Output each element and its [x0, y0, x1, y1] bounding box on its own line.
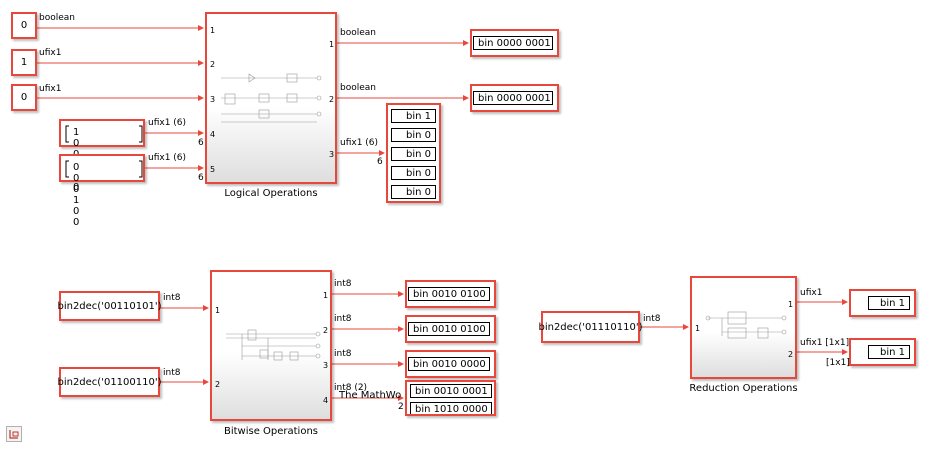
display-value: bin 0010 0000: [408, 357, 490, 371]
signal-label: int8 (2): [334, 383, 368, 393]
signal-label: ufix1: [39, 84, 62, 94]
signal-label: ufix1 (6): [340, 138, 379, 148]
output-port: 1: [788, 300, 794, 309]
output-port: 3: [323, 361, 329, 370]
vector-constant-block[interactable]: 0 0 0 1 0 0: [59, 154, 145, 228]
subsystem-preview-icon: [226, 329, 321, 361]
display-block[interactable]: bin 0000 0001: [470, 84, 559, 112]
signal-label: ufix1 (6): [148, 118, 187, 128]
bitwise-operations-subsystem[interactable]: 1 2 1 2 3 4: [210, 270, 332, 421]
signal-label: int8: [163, 293, 181, 303]
constant-block[interactable]: bin2dec('01100110'): [57, 367, 162, 397]
signal-label: ufix1 (6): [148, 153, 187, 163]
output-port: 1: [329, 40, 335, 49]
dimension-label: 2: [398, 402, 404, 412]
display-block-vector[interactable]: bin 0010 0001 bin 1010 0000: [405, 380, 496, 416]
display-block[interactable]: bin 0010 0100: [405, 280, 496, 308]
display-value: bin 0: [391, 185, 436, 199]
constant-value: 0: [20, 92, 28, 103]
signal-label: int8: [334, 314, 352, 324]
block-name: Reduction Operations: [689, 383, 798, 394]
display-value: bin 0: [391, 147, 436, 161]
constant-block[interactable]: 0: [11, 84, 37, 111]
constant-value: bin2dec('00110101'): [57, 300, 162, 312]
display-value: bin 0000 0001: [473, 91, 553, 105]
display-block-vector[interactable]: bin 1 bin 0 bin 0 bin 0 bin 0: [386, 103, 441, 203]
subsystem-preview-icon: [221, 73, 322, 123]
signal-label: boolean: [39, 13, 75, 23]
dimension-label: 6: [377, 157, 383, 167]
logical-operations-subsystem[interactable]: 1 2 3 4 5 1 2 3: [205, 12, 337, 184]
display-value: bin 0010 0100: [408, 287, 490, 301]
block-name: Bitwise Operations: [223, 426, 319, 437]
output-port: 2: [329, 95, 335, 104]
display-block[interactable]: bin 0010 0100: [405, 315, 496, 343]
input-port: 1: [215, 306, 221, 315]
model-browser-icon[interactable]: [6, 426, 22, 442]
display-block[interactable]: bin 1: [849, 289, 916, 317]
signal-label: ufix1 [1x1]: [800, 338, 850, 348]
input-port: 1: [210, 26, 216, 35]
input-port: 5: [210, 165, 216, 174]
signal-label: ufix1: [39, 48, 62, 58]
display-value: bin 0010 0100: [408, 322, 490, 336]
display-value: bin 0: [391, 128, 436, 142]
dimension-label: [1x1]: [826, 358, 850, 368]
overlay-text: The MathWo: [339, 390, 402, 401]
signal-label: int8: [163, 368, 181, 378]
constant-block[interactable]: bin2dec('00110101'): [57, 291, 162, 321]
vector-constant-block[interactable]: 1 0 0 1 0 0: [59, 119, 145, 193]
input-port: 1: [695, 324, 701, 333]
display-value: bin 1: [868, 296, 910, 310]
subsystem-preview-icon: [705, 311, 787, 339]
constant-value: 0: [20, 20, 28, 31]
output-port: 2: [323, 326, 329, 335]
signal-label: int8: [643, 314, 661, 324]
signal-label: boolean: [340, 83, 376, 93]
vector-value: 0 0 0 1 0 0: [73, 162, 81, 228]
signal-label: ufix1: [800, 288, 823, 298]
input-port: 4: [210, 130, 216, 139]
hierarchy-icon: [9, 430, 19, 439]
output-port: 1: [323, 291, 329, 300]
signal-label: int8: [334, 349, 352, 359]
input-port: 2: [210, 60, 216, 69]
display-value: bin 0000 0001: [473, 36, 553, 50]
display-value: bin 0010 0001: [410, 384, 492, 398]
dimension-label: 6: [198, 138, 204, 148]
constant-value: 1: [20, 57, 28, 68]
reduction-operations-subsystem[interactable]: 1 1 2: [690, 276, 797, 379]
signal-label: int8: [334, 279, 352, 289]
block-name: Logical Operations: [224, 188, 318, 199]
matrix-brackets: [65, 160, 143, 178]
display-value: bin 1: [391, 109, 436, 123]
signal-label: boolean: [340, 28, 376, 38]
matrix-brackets: [65, 125, 143, 143]
constant-block[interactable]: 1: [11, 49, 37, 76]
input-port: 3: [210, 95, 216, 104]
output-port: 4: [323, 396, 329, 405]
output-port: 2: [788, 350, 794, 359]
display-value: bin 0: [391, 166, 436, 180]
display-block[interactable]: bin 1: [849, 338, 916, 366]
constant-value: bin2dec('01110110'): [538, 321, 643, 333]
display-value: bin 1010 0000: [410, 402, 492, 414]
input-port: 2: [215, 380, 221, 389]
display-value: bin 1: [868, 345, 910, 359]
display-block[interactable]: bin 0000 0001: [470, 29, 559, 57]
output-port: 3: [329, 150, 335, 159]
constant-block[interactable]: bin2dec('01110110'): [538, 311, 643, 343]
dimension-label: 6: [198, 173, 204, 183]
constant-value: bin2dec('01100110'): [57, 376, 162, 388]
constant-block[interactable]: 0: [11, 12, 37, 39]
display-block[interactable]: bin 0010 0000: [405, 350, 496, 378]
